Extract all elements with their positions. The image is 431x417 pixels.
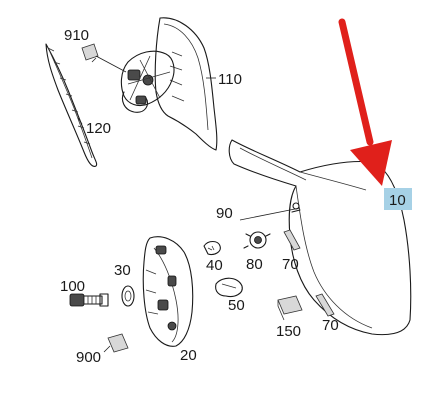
clip-part-900	[103, 333, 129, 353]
module-part-150	[277, 295, 303, 321]
label-80: 80	[246, 256, 263, 273]
label-150: 150	[276, 323, 301, 340]
mirror-cap-part-10	[228, 139, 412, 336]
label-120: 120	[86, 120, 111, 137]
socket-part-80	[243, 231, 271, 249]
leader-120	[77, 117, 83, 125]
screw-part-90	[239, 202, 301, 221]
bulb-part-50	[215, 277, 243, 298]
red-arrow-icon	[338, 18, 392, 186]
label-40: 40	[206, 257, 223, 274]
lens-strip-part-70-lower	[315, 293, 335, 317]
label-50: 50	[228, 297, 245, 314]
bolt-part-100	[69, 293, 109, 307]
lens-strip-part-70-upper	[283, 229, 301, 251]
label-30: 30	[114, 262, 131, 279]
seal-strip-part-120	[45, 43, 98, 167]
clip-part-910	[81, 43, 127, 73]
label-10: 10	[389, 192, 406, 209]
label-110: 110	[218, 71, 242, 88]
washer-part-30	[121, 285, 135, 307]
mirror-housing-part-110	[154, 17, 218, 151]
leader-910	[91, 57, 97, 63]
label-70-upper: 70	[282, 256, 299, 273]
mirror-mechanism-assembly	[120, 50, 175, 113]
bulb-part-40	[203, 240, 221, 256]
label-100: 100	[60, 278, 85, 295]
adjustment-motor-part-20	[142, 236, 194, 347]
label-70-lower: 70	[322, 317, 339, 334]
label-20: 20	[180, 347, 197, 364]
label-910: 910	[64, 27, 89, 44]
part-10-highlight-box	[384, 188, 412, 210]
label-90: 90	[216, 205, 233, 222]
label-900: 900	[76, 349, 101, 366]
